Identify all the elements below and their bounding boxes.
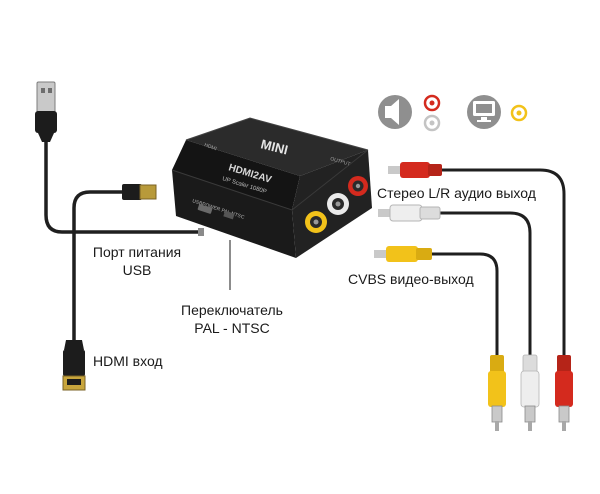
hdmi-in-label: HDMI вход — [93, 353, 163, 369]
pal-ntsc-switch — [223, 210, 235, 220]
speaker-icon — [378, 95, 412, 129]
stereo-out-label: Стерео L/R аудио выход — [377, 185, 536, 201]
rca-jacks — [305, 176, 368, 233]
usb-port — [197, 204, 213, 214]
yellow-plug-top — [374, 246, 432, 262]
white-plug-bottom — [520, 354, 540, 431]
usb-cable — [35, 81, 204, 236]
rca-cables — [374, 162, 573, 431]
hdmi2av-converter: MINI HDMI2AV UP Scaler 1080P HDMI OUTPUT… — [171, 117, 372, 258]
usb-power-label-line2: USB — [122, 262, 152, 278]
monitor-icon — [467, 95, 501, 129]
usb-power-label-line1: Порт питания — [92, 244, 182, 260]
brand-text: MINI — [259, 136, 289, 157]
output-text: OUTPUT — [329, 156, 350, 167]
white-plug-top — [378, 204, 441, 222]
cvbs-out-label: CVBS видео-выход — [348, 271, 474, 287]
yellow-plug-bottom — [488, 355, 506, 431]
pal-ntsc-label: Переключатель PAL - NTSC — [172, 301, 292, 337]
red-plug-bottom — [555, 355, 573, 431]
usb-power-label: Порт питания USB — [82, 243, 192, 279]
red-plug-top — [388, 162, 442, 178]
pal-ntsc-label-line1: Переключатель — [181, 302, 283, 318]
audio-dots-icon — [423, 94, 441, 132]
video-dot-icon — [510, 104, 528, 122]
pal-ntsc-label-line2: PAL - NTSC — [194, 320, 270, 336]
hdmi-cable — [62, 184, 157, 391]
input-text: HDMI — [203, 142, 217, 152]
